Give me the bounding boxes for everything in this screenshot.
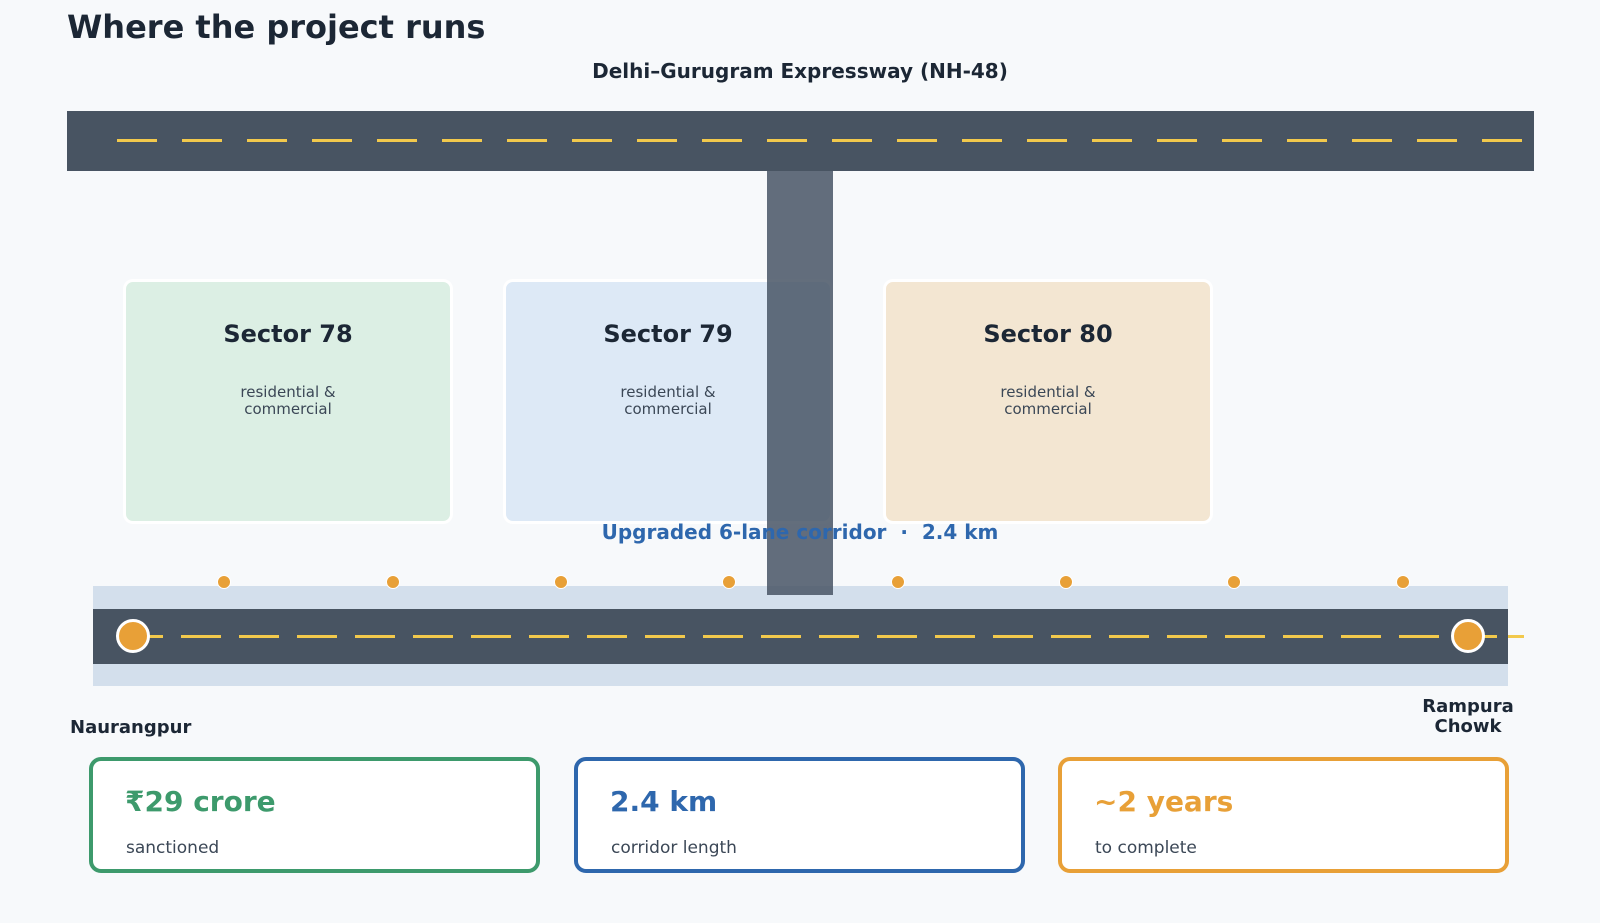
- page-title: Where the project runs: [67, 8, 486, 46]
- sector-78-block: Sector 78 residential & commercial: [123, 279, 453, 524]
- sector-description: residential & commercial: [1000, 383, 1096, 418]
- streetlight-marker: [554, 575, 568, 589]
- stat-card-length: 2.4 km corridor length: [574, 757, 1025, 873]
- end-point-marker: [1451, 619, 1485, 653]
- corridor-road: [93, 609, 1508, 664]
- sector-name: Sector 79: [603, 320, 733, 348]
- corridor-label: Upgraded 6-lane corridor · 2.4 km: [601, 520, 999, 544]
- streetlight-marker: [1227, 575, 1241, 589]
- expressway-road: [67, 111, 1534, 171]
- stat-card-cost: ₹29 crore sanctioned: [89, 757, 540, 873]
- streetlight-marker: [722, 575, 736, 589]
- sector-name: Sector 78: [223, 320, 353, 348]
- stat-label: to complete: [1095, 838, 1197, 858]
- streetlight-marker: [1396, 575, 1410, 589]
- end-place-label: Rampura Chowk: [1422, 696, 1514, 737]
- expressway-lane-marking: [117, 139, 1522, 142]
- sector-name: Sector 80: [983, 320, 1113, 348]
- streetlight-marker: [891, 575, 905, 589]
- streetlight-marker: [386, 575, 400, 589]
- connector-road: [767, 171, 833, 595]
- sector-description: residential & commercial: [240, 383, 336, 418]
- stat-label: sanctioned: [126, 838, 220, 858]
- start-point-marker: [116, 619, 150, 653]
- streetlight-marker: [217, 575, 231, 589]
- expressway-label: Delhi–Gurugram Expressway (NH-48): [592, 59, 1008, 83]
- stat-card-duration: ~2 years to complete: [1058, 757, 1509, 873]
- stat-value: ₹29 crore: [125, 785, 276, 818]
- corridor-lane-marking: [123, 635, 1500, 638]
- corridor-lane-marking-tail: [1508, 635, 1524, 638]
- stat-value: ~2 years: [1094, 785, 1234, 818]
- sector-description: residential & commercial: [620, 383, 716, 418]
- streetlight-marker: [1059, 575, 1073, 589]
- stat-value: 2.4 km: [610, 785, 718, 818]
- start-place-label: Naurangpur: [70, 717, 192, 738]
- stat-label: corridor length: [611, 838, 737, 858]
- sector-80-block: Sector 80 residential & commercial: [883, 279, 1213, 524]
